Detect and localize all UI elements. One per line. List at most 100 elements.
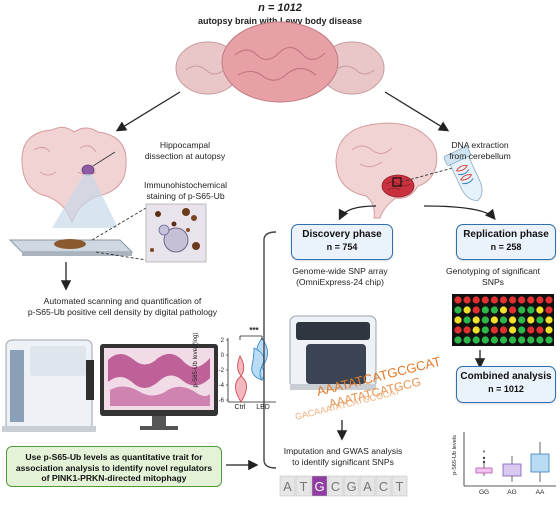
genotype-boxplot xyxy=(463,432,556,487)
snp-dot xyxy=(527,316,535,324)
violin-group-ctrl: Ctrl xyxy=(234,404,246,411)
boxplot-ylabel: p-S65-Ub levels xyxy=(452,435,458,475)
sequence-cell xyxy=(327,475,344,497)
sequence-cell xyxy=(295,475,312,497)
snp-dot xyxy=(527,306,535,314)
snp-dot xyxy=(454,296,462,304)
snp-dot xyxy=(490,336,498,344)
genotyping-label: Genotyping of significant SNPs xyxy=(445,266,541,287)
snp-dot xyxy=(472,326,480,334)
snp-dot xyxy=(499,326,508,334)
violin-tick-label: 0 xyxy=(221,353,225,359)
combined-analysis-n: n = 1012 xyxy=(488,384,524,394)
hippocampal-dissection-label: Hippocampal dissection at autopsy xyxy=(144,140,226,161)
snp-dot xyxy=(545,316,553,324)
dna-extraction-label: DNA extraction from cerebellum xyxy=(449,140,511,161)
box-aa xyxy=(530,453,550,473)
snp-dot xyxy=(481,296,489,304)
snp-genotyping-grid xyxy=(452,294,554,346)
snp-dot xyxy=(454,316,462,324)
snp-dot xyxy=(472,336,480,344)
cohort-size: n = 1012 xyxy=(258,2,302,14)
snp-dot xyxy=(508,336,517,344)
pointer-line xyxy=(92,151,116,167)
snp-dot xyxy=(527,336,535,344)
sagittal-brain-icon xyxy=(335,122,438,219)
combined-analysis-title: Combined analysis xyxy=(460,371,552,382)
cohort-description: autopsy brain with Lewy body disease xyxy=(197,16,363,26)
sequence-letter: C xyxy=(379,479,388,494)
sequence-letter: C xyxy=(331,479,340,494)
imputation-gwas-label: Imputation and GWAS analysis to identify… xyxy=(283,446,403,467)
snp-dot xyxy=(545,336,553,344)
snp-dot xyxy=(518,296,526,304)
arrow-left-branch xyxy=(115,91,181,132)
monitor-icon xyxy=(100,344,218,430)
snp-dot xyxy=(481,336,489,344)
snp-dot xyxy=(472,306,480,314)
snp-dot xyxy=(545,326,553,334)
snp-dot xyxy=(472,316,480,324)
violin-group-lbd: LBD xyxy=(256,404,270,411)
snp-dot xyxy=(463,316,471,324)
snp-dot xyxy=(499,306,508,314)
snp-dot xyxy=(490,316,498,324)
snp-dot xyxy=(527,326,535,334)
snp-dot xyxy=(508,296,517,304)
snp-dot xyxy=(508,326,517,334)
bracket xyxy=(263,231,277,469)
replication-phase-title: Replication phase xyxy=(463,229,549,240)
replication-phase-box: Replication phase n = 258 xyxy=(456,224,556,260)
snp-dot xyxy=(508,306,517,314)
boxplot-group-ag: AG xyxy=(507,489,517,496)
snp-dot xyxy=(463,306,471,314)
snp-dot xyxy=(454,306,462,314)
violin-tick-label: -4 xyxy=(219,383,225,389)
snp-dot xyxy=(481,326,489,334)
snp-dot xyxy=(454,326,462,334)
sequence-letter: A xyxy=(283,479,292,494)
sequence-cell xyxy=(311,475,328,497)
violin-tick-label: -2 xyxy=(219,368,225,374)
snp-dot xyxy=(518,306,526,314)
snp-dot xyxy=(499,316,508,324)
snp-dot xyxy=(536,336,544,344)
boxplot-asterisk: * xyxy=(482,450,486,457)
snp-array-label: Genome-wide SNP array (OmniExpress-24 ch… xyxy=(292,266,388,287)
quantitative-trait-box: Use p-S65-Ub levels as quantitative trai… xyxy=(6,446,222,487)
micrograph-image xyxy=(145,203,207,263)
snp-dot xyxy=(481,306,489,314)
sequence-cell xyxy=(375,475,392,497)
tissue-slide-icon xyxy=(8,239,134,256)
snp-dot xyxy=(481,316,489,324)
combined-analysis-box: Combined analysis n = 1012 xyxy=(456,366,556,403)
snp-dot xyxy=(536,306,544,314)
replication-phase-n: n = 258 xyxy=(490,242,522,252)
sequence-cell xyxy=(391,475,408,497)
snp-dot xyxy=(527,296,535,304)
snp-dot xyxy=(536,326,544,334)
sequencer-icon xyxy=(289,315,377,390)
snp-dot xyxy=(545,296,553,304)
violin-tick-label: -6 xyxy=(219,398,225,404)
sequence-cell xyxy=(359,475,376,497)
discovery-phase-n: n = 754 xyxy=(326,242,358,252)
snp-dot xyxy=(518,316,526,324)
snp-dot xyxy=(463,326,471,334)
significance-stars: *** xyxy=(249,326,259,335)
sequence-letter: T xyxy=(396,479,404,494)
ctrl-violin xyxy=(235,354,247,403)
immunostaining-label: Immunohistochemical staining of p-S65-Ub xyxy=(143,180,228,201)
snp-dot xyxy=(499,296,508,304)
sequence-cell xyxy=(279,475,296,497)
snp-dot xyxy=(463,336,471,344)
snp-dot xyxy=(490,326,498,334)
snp-dot xyxy=(518,336,526,344)
box-ag xyxy=(502,463,522,477)
snp-dot xyxy=(545,306,553,314)
snp-dot xyxy=(463,296,471,304)
violin-ylabel: p-S65-Ub level (log) xyxy=(192,332,199,388)
snp-dot xyxy=(490,296,498,304)
